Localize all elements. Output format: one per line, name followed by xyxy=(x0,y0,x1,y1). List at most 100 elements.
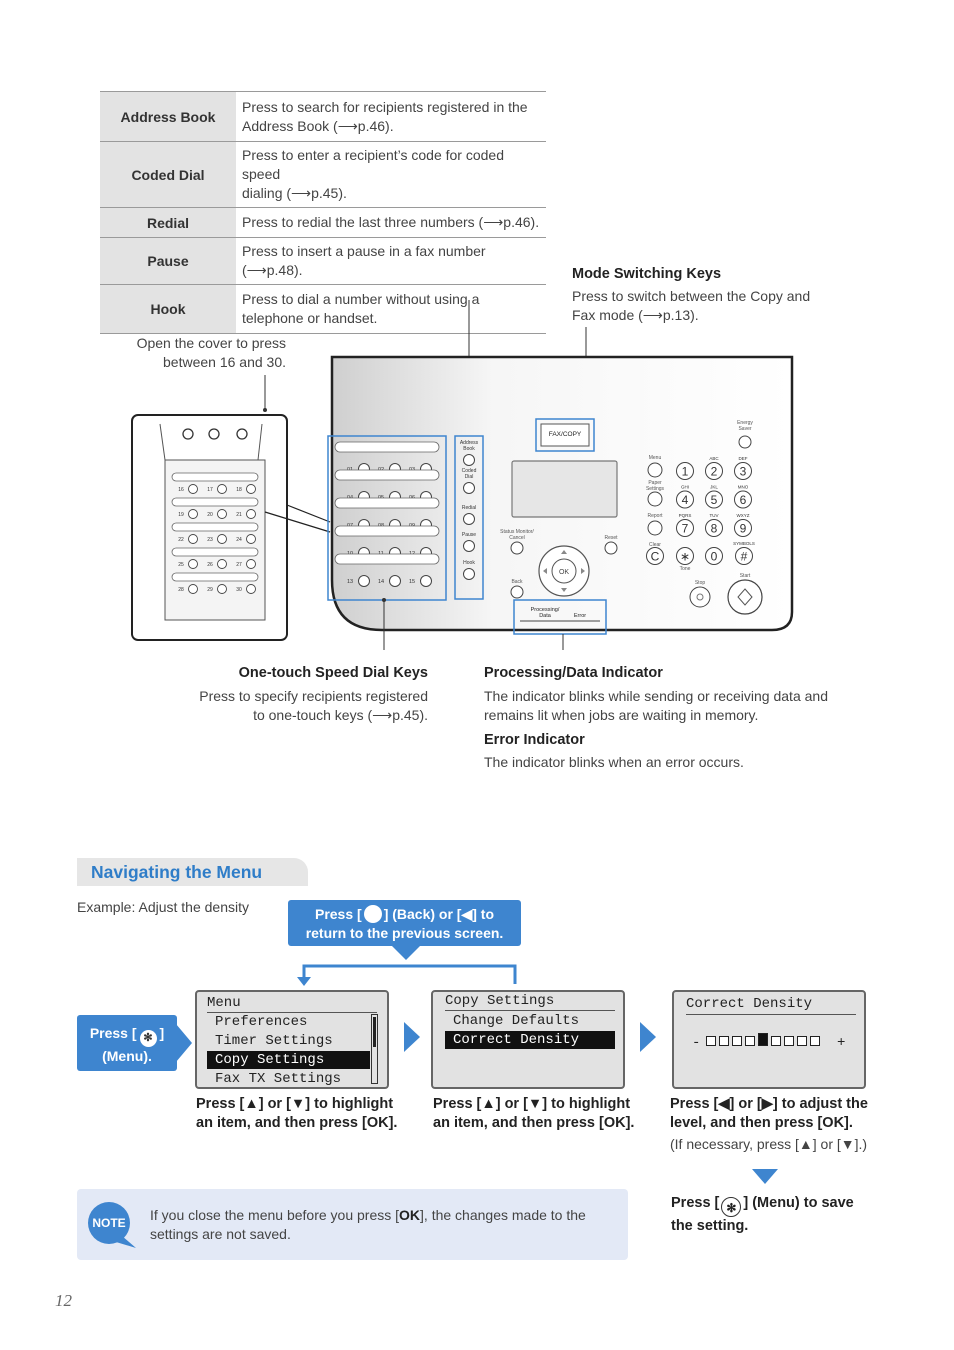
keypad-key[interactable] xyxy=(734,519,752,537)
side-key-label: Coded xyxy=(462,468,477,474)
keypad-letters: DEF xyxy=(739,456,748,461)
one-touch-key-label: 14 xyxy=(378,579,384,585)
lcd-item: Timer Settings xyxy=(215,1033,333,1049)
one-touch-key[interactable] xyxy=(358,575,370,587)
back-key-icon xyxy=(363,905,382,923)
cover-one-touch-key[interactable] xyxy=(188,584,198,594)
cover-one-touch-key[interactable] xyxy=(217,509,227,519)
menu-key-icon: ✻ xyxy=(721,1197,742,1217)
cover-one-touch-key[interactable] xyxy=(217,584,227,594)
table-row: Hook Press to dial a number without usin… xyxy=(100,284,546,334)
one-touch-title: One-touch Speed Dial Keys xyxy=(238,665,428,681)
svg-text:Settings: Settings xyxy=(646,486,665,492)
example-text: Example: Adjust the density xyxy=(77,899,249,915)
keypad-digit: 5 xyxy=(711,493,718,507)
cover-one-touch-key[interactable] xyxy=(246,559,256,569)
cover-one-touch-key[interactable] xyxy=(217,534,227,544)
keypad-letters: GHI xyxy=(681,485,689,490)
side-function-key[interactable] xyxy=(463,513,475,525)
lcd-screen-correct-density: Correct Density - + xyxy=(672,990,866,1089)
table-row: Redial Press to redial the last three nu… xyxy=(100,207,546,238)
key-description: Press to enter a recipient’s code for co… xyxy=(236,141,546,208)
side-function-key[interactable] xyxy=(463,482,475,494)
cover-one-touch-key[interactable] xyxy=(217,484,227,494)
lcd-item-selected: Correct Density xyxy=(445,1031,615,1049)
key-name: Coded Dial xyxy=(100,141,236,208)
density-level-current xyxy=(758,1033,768,1046)
cover-one-touch-key[interactable] xyxy=(246,509,256,519)
one-touch-key[interactable] xyxy=(420,575,432,587)
keypad-digit: 1 xyxy=(682,465,689,479)
keypad-key[interactable] xyxy=(676,490,694,509)
section-heading-text: Navigating the Menu xyxy=(91,862,263,882)
one-touch-key-label: 13 xyxy=(347,579,353,585)
svg-text:Start: Start xyxy=(740,573,751,579)
cover-key-label: 16 xyxy=(178,487,184,493)
lcd-title: Menu xyxy=(207,995,241,1011)
one-touch-key[interactable] xyxy=(389,575,401,587)
keypad-key[interactable] xyxy=(735,547,753,565)
density-level-box xyxy=(784,1036,794,1046)
lcd-scrollbar xyxy=(371,1014,378,1084)
lcd-item: Change Defaults xyxy=(453,1013,580,1029)
svg-text:Reset: Reset xyxy=(604,535,618,541)
side-key-label: Address xyxy=(460,440,479,446)
cover-one-touch-key[interactable] xyxy=(246,584,256,594)
keypad-digit: 3 xyxy=(740,465,747,479)
keypad-key[interactable] xyxy=(705,462,723,480)
cover-key-label: 19 xyxy=(178,512,184,518)
page-number: 12 xyxy=(55,1291,72,1310)
keypad-letters: ABC xyxy=(709,456,719,461)
density-level-box xyxy=(797,1036,807,1046)
svg-text:Saver: Saver xyxy=(738,426,751,432)
svg-text:Paper: Paper xyxy=(648,480,662,486)
keypad-key[interactable] xyxy=(705,490,723,509)
keypad-key[interactable] xyxy=(676,462,694,480)
side-function-key[interactable] xyxy=(463,454,475,466)
lcd-item: Preferences xyxy=(215,1014,308,1030)
cover-one-touch-key[interactable] xyxy=(246,534,256,544)
key-name: Hook xyxy=(100,284,236,334)
key-name: Address Book xyxy=(100,91,236,142)
keypad-letters: WXYZ xyxy=(737,513,750,518)
cover-one-touch-key[interactable] xyxy=(217,559,227,569)
keypad-key[interactable] xyxy=(676,547,694,565)
side-function-key[interactable] xyxy=(463,568,475,580)
main-one-touch-keys: 010203040506070809101112131415 xyxy=(334,441,440,587)
side-key-label: Pause xyxy=(462,532,476,538)
cover-key-label: 17 xyxy=(207,487,213,493)
side-function-key[interactable] xyxy=(463,540,475,552)
error-indicator-title: Error Indicator xyxy=(484,732,585,748)
cover-one-touch-key[interactable] xyxy=(188,509,198,519)
density-level-box xyxy=(745,1036,755,1046)
lcd-item: Fax TX Settings xyxy=(215,1071,342,1087)
keypad-digit: 7 xyxy=(682,522,689,536)
keypad-key[interactable] xyxy=(676,519,694,537)
key-name: Pause xyxy=(100,237,236,285)
back-instruction-box: Press [] (Back) or [◀] to return to the … xyxy=(288,900,521,946)
cover-one-touch-key[interactable] xyxy=(188,559,198,569)
cover-one-touch-key[interactable] xyxy=(188,484,198,494)
keypad-key[interactable] xyxy=(705,519,723,537)
cover-one-touch-key[interactable] xyxy=(246,484,256,494)
note-box: NOTE If you close the menu before you pr… xyxy=(77,1189,628,1260)
keypad-key[interactable] xyxy=(734,462,752,480)
svg-text:Error: Error xyxy=(574,613,586,619)
lcd-screen-copy-settings: Copy Settings Change Defaults Correct De… xyxy=(431,990,625,1089)
density-level-box xyxy=(810,1036,820,1046)
density-level-box xyxy=(706,1036,716,1046)
svg-text:Cancel: Cancel xyxy=(509,535,525,541)
cover-key-label: 24 xyxy=(236,537,242,543)
cover-one-touch-key[interactable] xyxy=(188,534,198,544)
side-key-label: Dial xyxy=(465,474,474,480)
keypad-key[interactable] xyxy=(705,547,723,565)
side-key-label: Book xyxy=(463,446,475,452)
cover-key-label: 29 xyxy=(207,587,213,593)
keypad-key[interactable] xyxy=(646,547,664,565)
menu-key-icon: ✻ xyxy=(139,1030,157,1047)
svg-text:OK: OK xyxy=(559,569,569,576)
keypad-letters: TUV xyxy=(710,513,719,518)
keypad-key[interactable] xyxy=(734,490,752,509)
keypad-digit: # xyxy=(741,550,748,564)
